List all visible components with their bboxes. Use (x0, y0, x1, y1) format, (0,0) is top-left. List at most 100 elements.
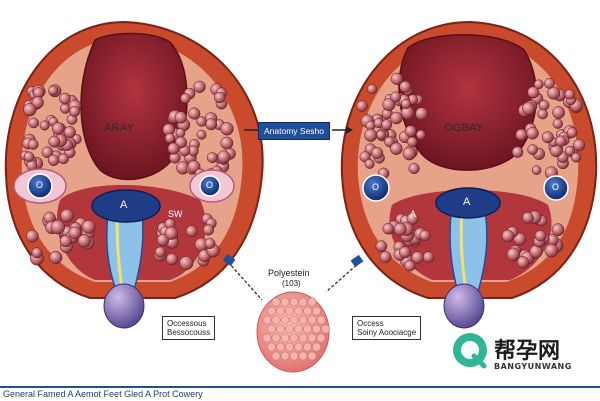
sample-cell (320, 324, 330, 334)
left-gland-cluster (20, 80, 236, 271)
gland-lobule (25, 229, 39, 243)
gland-lobule (23, 151, 35, 163)
sample-cell (302, 324, 312, 334)
right-callout: Occess Soiny Aoociacge (352, 316, 422, 340)
gland-lobule (202, 224, 215, 236)
sample-cell (266, 306, 276, 316)
gland-lobule (398, 246, 411, 259)
gland-lobule (47, 154, 60, 166)
sample-cell (311, 342, 321, 352)
sample-cell (280, 351, 290, 361)
gland-lobule (390, 72, 404, 85)
sample-cell (311, 306, 321, 316)
left-organ (4, 20, 264, 329)
center-sample (256, 291, 330, 373)
gland-lobule (393, 222, 407, 236)
gland-lobule (364, 128, 378, 142)
left-center-label: A (120, 199, 128, 211)
gland-lobule (402, 147, 416, 161)
gland-lobule (533, 79, 544, 90)
left-bulb (103, 283, 145, 329)
sample-cell (289, 333, 299, 343)
sample-cell (280, 315, 290, 325)
gland-lobule (552, 106, 565, 119)
sample-cell (293, 324, 303, 334)
sample-subtitle: (103) (282, 279, 301, 288)
gland-lobule (164, 133, 176, 144)
sample-cell (316, 315, 326, 325)
gland-lobule (174, 111, 187, 124)
sample-cell (280, 333, 290, 343)
gland-lobule (522, 211, 534, 224)
left-side-badge (13, 168, 67, 204)
gland-lobule (167, 142, 180, 155)
gland-lobule (220, 122, 234, 136)
gland-lobule (68, 226, 82, 240)
sample-cell (307, 315, 317, 325)
sample-cell (271, 333, 281, 343)
gland-lobule (544, 243, 559, 258)
gland-lobule (175, 128, 186, 138)
watermark-subtitle: BANGYUNWANG (494, 362, 572, 371)
gland-lobule (547, 86, 561, 100)
gland-lobule (366, 84, 378, 95)
gland-lobule (526, 126, 539, 140)
right-organ (340, 20, 598, 329)
gland-lobule (381, 119, 393, 131)
gland-lobule (571, 152, 582, 163)
gland-lobule (551, 223, 565, 237)
gland-lobule (382, 222, 395, 235)
left-left-badge-label: O (36, 180, 44, 190)
gland-lobule (180, 93, 191, 104)
gland-lobule (206, 152, 218, 164)
gland-lobule (379, 250, 392, 263)
gland-lobule (58, 153, 69, 165)
right-center-sublabel: A (410, 209, 417, 219)
gland-lobule (23, 103, 37, 117)
gland-lobule (213, 91, 226, 104)
sample-cell (289, 315, 299, 325)
gland-lobule (81, 219, 96, 234)
gland-lobule (371, 146, 384, 160)
sample-cell (271, 297, 281, 307)
gland-lobule (534, 230, 547, 242)
gland-lobule (516, 256, 530, 269)
gland-lobule (531, 165, 542, 175)
gland-lobule (415, 107, 429, 121)
gland-lobule (541, 131, 554, 144)
gland-lobule (164, 226, 178, 240)
sample-cell (284, 306, 294, 316)
sample-cell (307, 351, 317, 361)
gland-lobule (527, 144, 539, 155)
gland-lobule (48, 85, 59, 96)
gland-lobule (28, 117, 40, 129)
center-connectors (222, 126, 364, 301)
sample-title: Polyestein (268, 268, 310, 278)
gland-lobule (411, 251, 424, 264)
gland-lobule (60, 103, 71, 114)
gland-lobule (356, 100, 368, 112)
gland-lobule (364, 158, 375, 169)
sample-cell (284, 342, 294, 352)
sample-cell (311, 324, 321, 334)
right-gland-cluster (356, 72, 586, 272)
gland-lobule (501, 229, 515, 243)
sample-cell (298, 315, 308, 325)
sample-cell (316, 333, 326, 343)
right-center-capsule (435, 187, 501, 219)
gland-lobule (538, 99, 550, 111)
sample-cell (271, 315, 281, 325)
gland-lobule (564, 89, 576, 100)
gland-lobule (400, 98, 412, 109)
sample-cell (275, 342, 285, 352)
gland-lobule (406, 212, 419, 225)
sample-cell (275, 306, 285, 316)
gland-lobule (399, 80, 412, 93)
sample-cell (266, 324, 276, 334)
right-left-badge (362, 174, 390, 202)
gland-lobule (179, 255, 194, 271)
gland-lobule (390, 142, 403, 155)
gland-lobule (537, 108, 548, 120)
gland-lobule (220, 136, 234, 150)
